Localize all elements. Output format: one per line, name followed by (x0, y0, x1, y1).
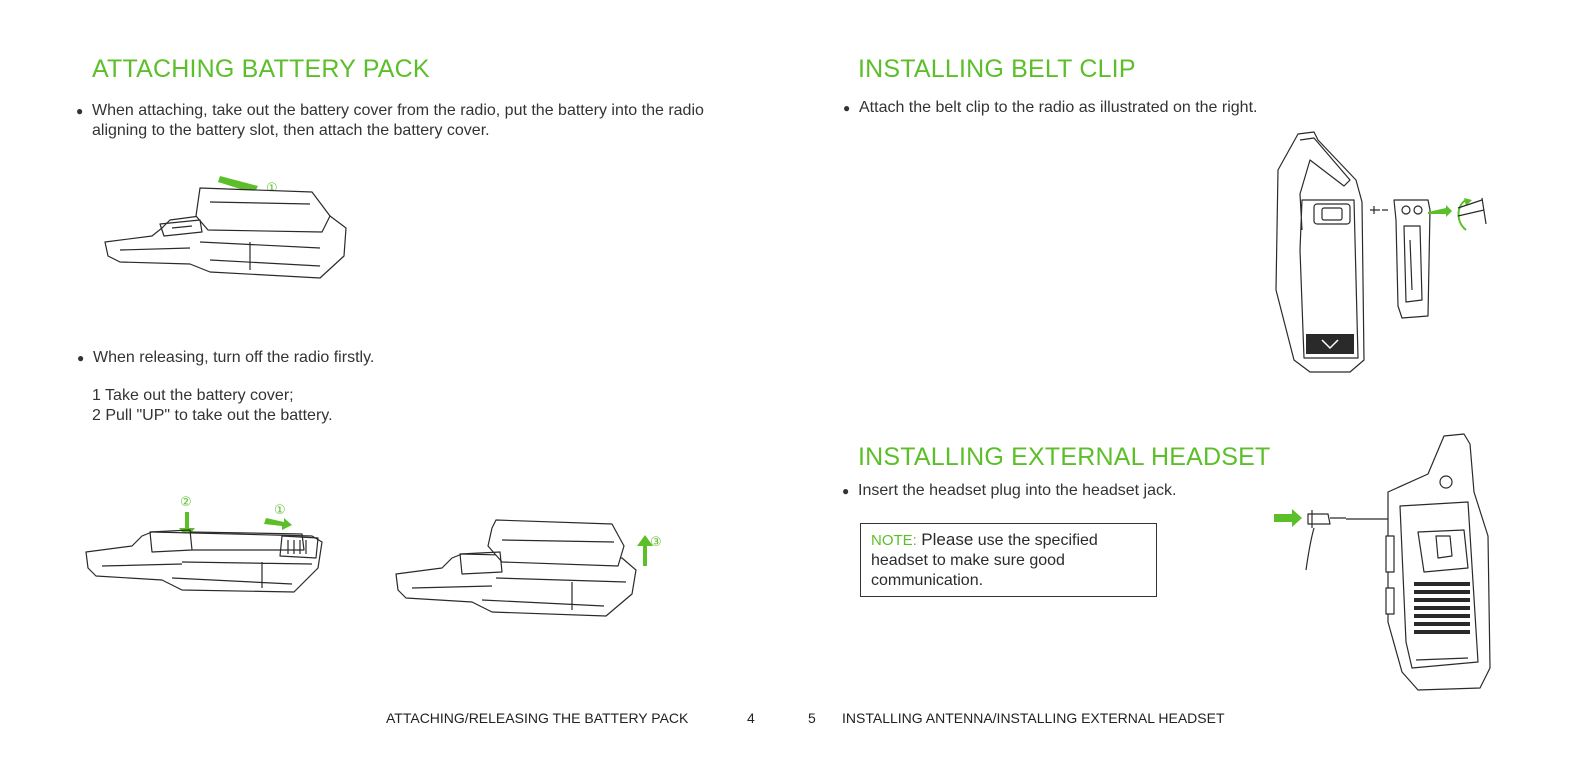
note-label: NOTE: (871, 532, 917, 549)
callout-2: ② (180, 495, 192, 510)
bullet-dot-icon: ● (842, 484, 850, 498)
note-lead: Please (921, 530, 974, 549)
bullet-dot-icon: ● (843, 101, 851, 115)
callout-1: ① (266, 181, 278, 196)
headset-instruction-text: Insert the headset plug into the headset… (858, 482, 1177, 499)
callout-3: ③ (650, 535, 662, 550)
release-step-2: 2 Pull "UP" to take out the battery. (92, 407, 333, 424)
headset-instruction: ● Insert the headset plug into the heads… (842, 481, 1278, 501)
release-instruction: ● When releasing, turn off the radio fir… (77, 348, 733, 368)
green-arrow-icon (1274, 509, 1302, 527)
footer-right-title: INSTALLING ANTENNA/INSTALLING EXTERNAL H… (842, 710, 1225, 726)
attach-instruction-text: When attaching, take out the battery cov… (92, 102, 704, 139)
green-arrow-icon (185, 512, 189, 530)
release-battery-illustration-1: ② ① (85, 495, 323, 593)
footer-left-title: ATTACHING/RELEASING THE BATTERY PACK (386, 710, 689, 726)
green-arrow-icon (1428, 205, 1452, 217)
bullet-dot-icon: ● (77, 351, 85, 365)
note-box: NOTE: Please use the specified headset t… (860, 523, 1157, 597)
attach-battery-illustration: ① (104, 176, 347, 279)
release-battery-illustration-2: ③ (395, 519, 662, 617)
belt-clip-instruction-text: Attach the belt clip to the radio as ill… (859, 99, 1258, 116)
attach-instruction: ● When attaching, take out the battery c… (76, 101, 732, 141)
note-text: use the specified headset to make sure g… (871, 532, 1098, 589)
attaching-battery-title: ATTACHING BATTERY PACK (92, 55, 430, 83)
callout-1: ① (274, 503, 286, 518)
footer-left-page-number: 4 (747, 710, 755, 726)
headset-illustration (1274, 433, 1491, 691)
footer-right-page-number: 5 (808, 710, 816, 726)
release-instruction-text: When releasing, turn off the radio first… (93, 349, 375, 366)
green-arrow-icon (643, 544, 647, 566)
installing-belt-clip-title: INSTALLING BELT CLIP (858, 55, 1136, 83)
release-step-1: 1 Take out the battery cover; (92, 387, 294, 404)
belt-clip-instruction: ● Attach the belt clip to the radio as i… (843, 98, 1309, 118)
installing-headset-title: INSTALLING EXTERNAL HEADSET (858, 443, 1271, 471)
speaker-grille (1414, 582, 1470, 634)
bullet-dot-icon: ● (76, 104, 84, 118)
belt-clip-illustration (1275, 131, 1487, 373)
